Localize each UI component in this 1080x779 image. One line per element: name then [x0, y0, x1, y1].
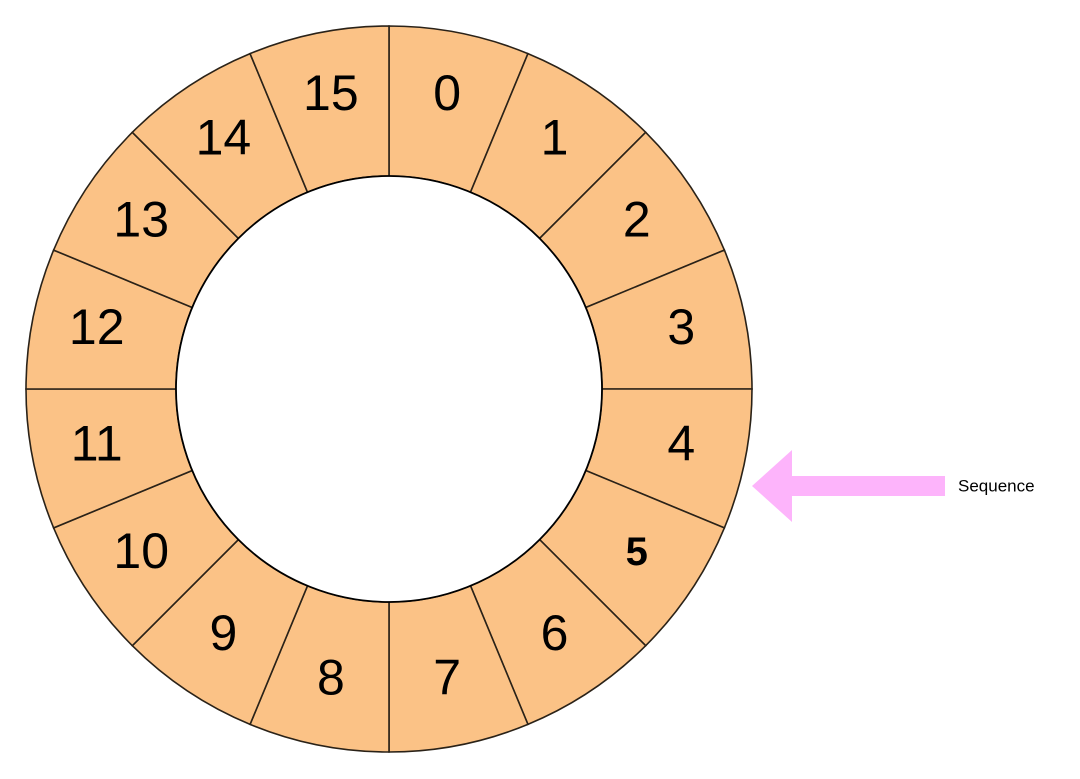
ring-slot-label-15: 15 — [303, 65, 359, 121]
sequence-pointer: Sequence — [752, 450, 1035, 522]
ring-slot-label-9: 9 — [210, 605, 238, 661]
ring-slot-label-0: 0 — [433, 65, 461, 121]
ring-slot-label-12: 12 — [69, 299, 125, 355]
ring-slot-label-1: 1 — [541, 109, 569, 165]
ring-slot-label-3: 3 — [667, 299, 695, 355]
ring-buffer — [25, 25, 753, 753]
sequence-arrow-icon — [752, 450, 945, 522]
ring-slot-label-13: 13 — [113, 192, 169, 248]
ring-slot-label-6: 6 — [541, 605, 569, 661]
ring-slot-label-11: 11 — [71, 415, 123, 471]
ring-slot-label-10: 10 — [113, 523, 169, 579]
sequence-label: Sequence — [958, 476, 1035, 495]
ring-slot-label-14: 14 — [196, 109, 252, 165]
ring-slot-label-8: 8 — [317, 649, 345, 705]
ring-slot-label-4: 4 — [667, 415, 695, 471]
ring-slot-label-2: 2 — [623, 192, 651, 248]
ring-slot-label-5: 5 — [626, 530, 648, 574]
ring-center — [175, 175, 603, 603]
ring-slot-label-7: 7 — [433, 649, 461, 705]
